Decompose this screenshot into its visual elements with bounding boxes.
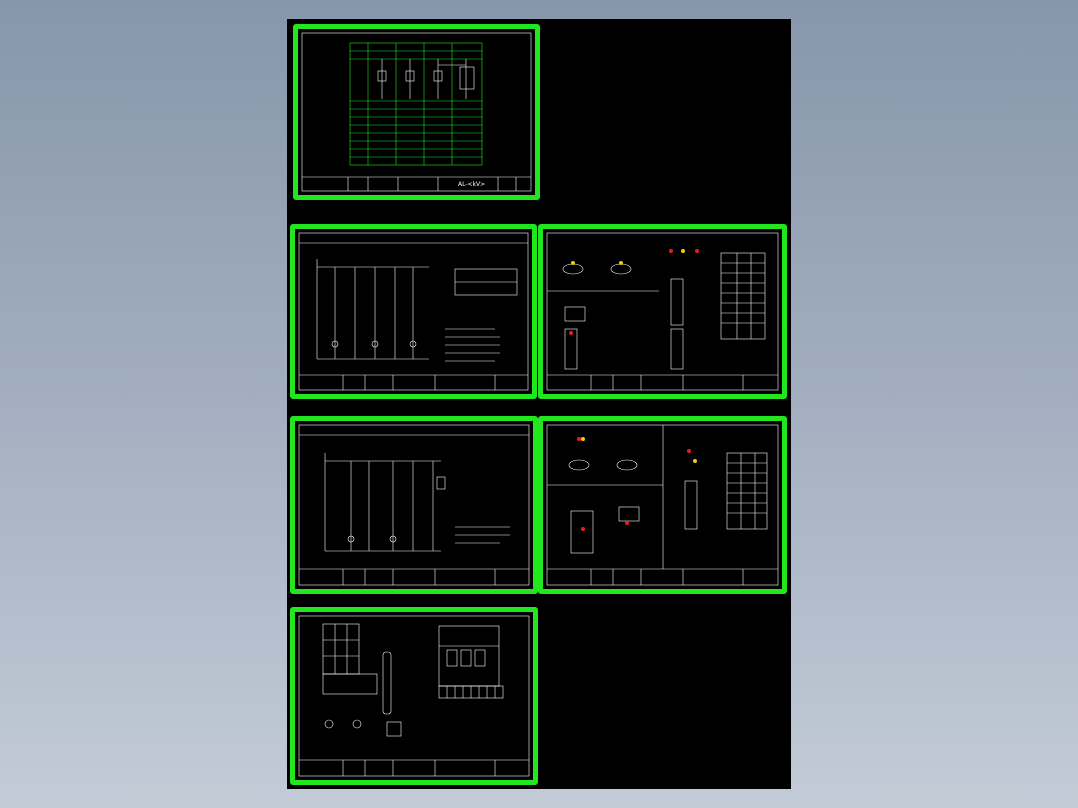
sheet-4-drawing [298, 424, 530, 586]
sheet-1-drawing [301, 32, 532, 192]
schematic-wiring [324, 453, 446, 552]
sheet-6-drawing [298, 615, 530, 777]
sheet-2-drawing [298, 232, 529, 391]
one-line-symbols [377, 59, 475, 99]
schematic-wiring [316, 259, 518, 360]
notes-block [445, 328, 500, 362]
title-block [302, 176, 531, 191]
sheet-1-title: AL-<kV> [458, 181, 486, 188]
terminal-strip-view [438, 625, 504, 699]
drawing-canvas: AL-<kV> [287, 19, 791, 789]
sheet-3-thumbnail[interactable] [538, 224, 787, 399]
notes-block [455, 526, 510, 544]
sheet-5-drawing [546, 424, 779, 586]
terminal-blocks [568, 437, 698, 554]
title-block [299, 568, 529, 585]
terminal-blocks [562, 249, 699, 370]
schedule-grid [349, 42, 483, 166]
title-block [547, 568, 778, 585]
sheet-1-thumbnail[interactable]: AL-<kV> [293, 24, 540, 200]
sheet-4-thumbnail[interactable] [290, 416, 538, 594]
title-block [299, 759, 529, 776]
sheet-6-thumbnail[interactable] [290, 607, 538, 785]
title-block [299, 374, 528, 390]
sheet-5-thumbnail[interactable] [538, 416, 787, 594]
title-block [547, 374, 778, 390]
terminal-table [726, 452, 768, 530]
sheet-2-thumbnail[interactable] [290, 224, 537, 399]
sheet-3-drawing [546, 232, 779, 391]
device-front-views [322, 623, 402, 737]
terminal-table [720, 252, 766, 340]
